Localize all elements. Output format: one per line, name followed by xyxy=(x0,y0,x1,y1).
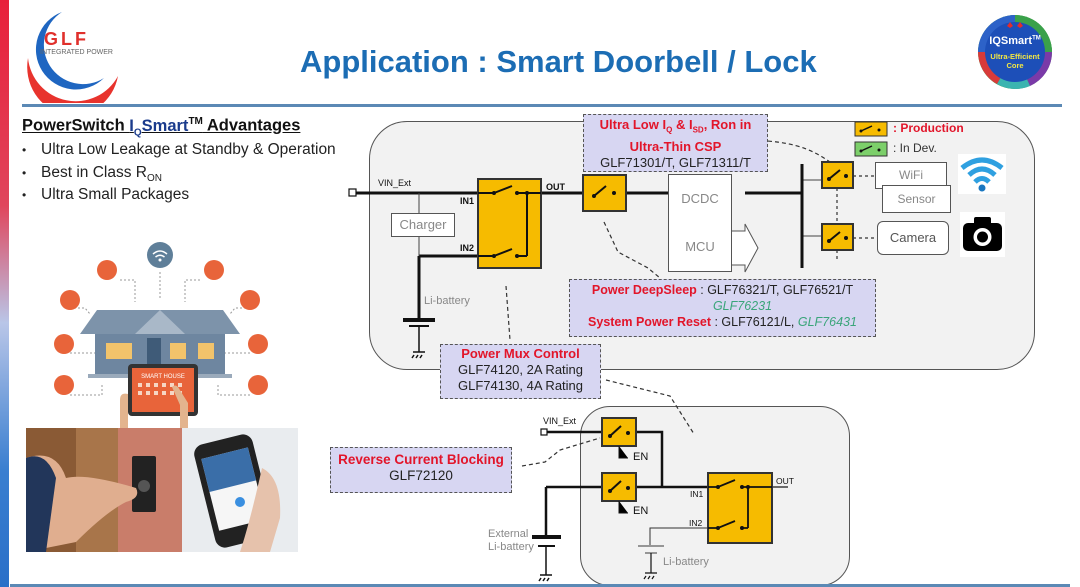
page-title: Application : Smart Doorbell / Lock xyxy=(300,44,817,79)
load-switch-camera xyxy=(821,223,854,251)
accent-bar xyxy=(0,0,9,587)
wifi-icon xyxy=(958,154,1006,194)
dcdc-block: DCDC xyxy=(668,174,732,223)
out-label-bottom: OUT xyxy=(776,476,794,486)
vin-label: VIN_Ext xyxy=(378,178,412,188)
legend-production-icon xyxy=(854,121,888,137)
recycle-icon xyxy=(248,375,268,395)
smart-house-illustration: SMART HOUSE xyxy=(54,242,268,430)
monitor-icon xyxy=(54,334,74,354)
charger-block: Charger xyxy=(391,213,455,237)
header-divider xyxy=(22,104,1062,107)
security-cam-icon xyxy=(204,260,224,280)
advantages-list: •Ultra Low Leakage at Standby & Operatio… xyxy=(22,141,336,209)
external-battery-symbol xyxy=(532,535,561,582)
legend-in-dev-label: : In Dev. xyxy=(893,141,937,155)
camera-icon xyxy=(960,212,1005,257)
legend-in-dev-icon xyxy=(854,141,888,157)
callout-reverse-current: Reverse Current Blocking GLF72120 xyxy=(330,447,512,493)
load-switch-wifi xyxy=(821,161,854,189)
power-mux-switch-bottom xyxy=(707,472,773,544)
solar-icon xyxy=(97,260,117,280)
vin-terminal xyxy=(348,188,357,197)
vin-label-bottom: VIN_Ext xyxy=(543,416,577,426)
mcu-block: MCU xyxy=(668,222,732,272)
badge-title: IQSmartTM xyxy=(989,35,1041,47)
load-switch-main xyxy=(582,174,627,212)
sensor-block: Sensor xyxy=(882,185,951,213)
smart-house-label: SMART HOUSE xyxy=(141,374,185,380)
mcu-arrow xyxy=(731,223,759,273)
in2-label-bottom: IN2 xyxy=(689,518,703,528)
logo-text: GLF xyxy=(44,29,89,49)
lock-icon xyxy=(54,375,74,395)
internal-battery-symbol xyxy=(638,545,664,580)
en-label-2: EN xyxy=(633,505,649,517)
in1-label-bottom: IN1 xyxy=(690,489,704,499)
cloud-icon xyxy=(240,290,260,310)
out-label: OUT xyxy=(546,182,565,192)
advantage-item: •Best in Class RON xyxy=(22,163,162,184)
li-battery-label-bottom: Li-battery xyxy=(663,556,709,568)
lightbulb-icon xyxy=(248,334,268,354)
camera-block: Camera xyxy=(877,221,949,255)
advantage-item: •Ultra Low Leakage at Standby & Operatio… xyxy=(22,141,336,158)
advantage-item: •Ultra Small Packages xyxy=(22,186,190,203)
advantages-title: PowerSwitch IQSmartTM Advantages xyxy=(22,116,301,138)
in2-label: IN2 xyxy=(460,243,475,253)
doorbell-photos xyxy=(26,428,298,552)
rcb-switch-2 xyxy=(601,472,637,514)
vin-terminal-bottom xyxy=(540,428,548,436)
iqsmart-badge xyxy=(978,15,1053,89)
li-battery-label: Li-battery xyxy=(424,295,470,307)
callout-deep-sleep: Power DeepSleep : GLF76321/T, GLF76521/T… xyxy=(569,279,876,337)
li-battery-symbol xyxy=(403,318,435,359)
in1-label: IN1 xyxy=(460,196,475,206)
thermometer-icon xyxy=(60,290,80,310)
en-label-1: EN xyxy=(633,451,649,463)
callout-power-mux: Power Mux Control GLF74120, 2A Rating GL… xyxy=(440,344,601,399)
legend-production-label: : Production xyxy=(893,121,964,135)
wifi-block: WiFi xyxy=(875,162,947,189)
glf-logo xyxy=(27,12,118,103)
rcb-switch-1 xyxy=(601,417,637,459)
power-mux-switch-top xyxy=(477,178,542,269)
logo-subtitle: INTEGRATED POWER xyxy=(40,49,113,56)
callout-ultra-low-iq: Ultra Low IQ & ISD, Ron in Ultra-Thin CS… xyxy=(583,114,768,172)
footer-divider xyxy=(10,584,1070,587)
